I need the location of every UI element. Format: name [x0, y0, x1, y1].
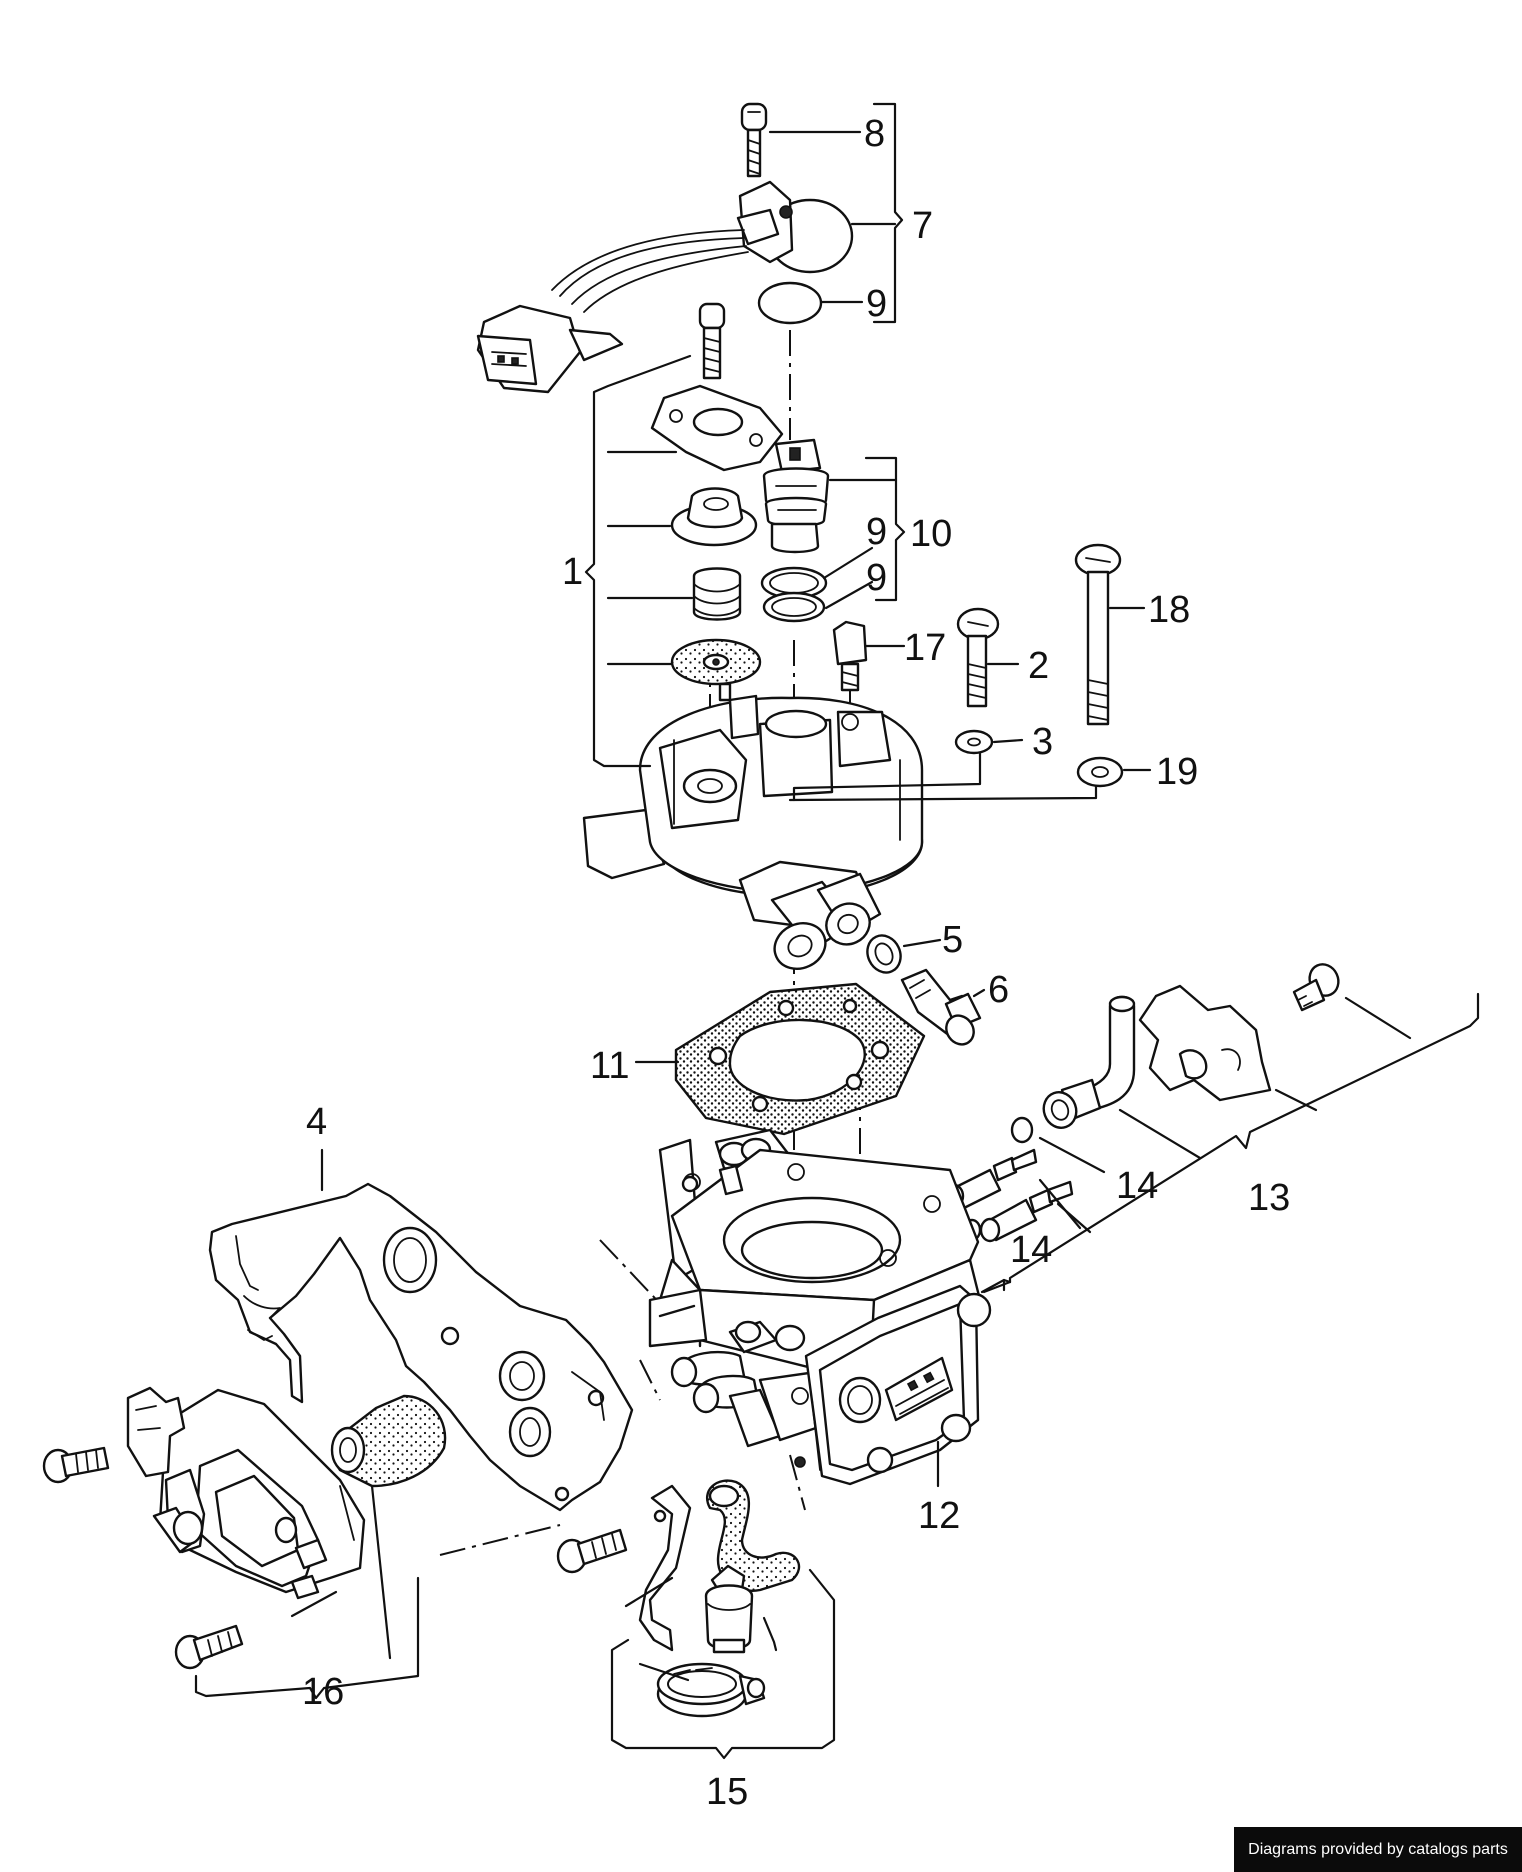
actuator-16	[126, 1386, 366, 1600]
gasket-11	[674, 982, 926, 1136]
spring	[692, 567, 742, 621]
o-ring-9-top	[757, 281, 823, 325]
screw-cover	[698, 302, 726, 380]
callout-15: 15	[706, 1771, 748, 1813]
callout-2: 2	[1028, 645, 1049, 687]
rubber-buffer	[330, 1394, 447, 1488]
screw-8	[740, 102, 768, 178]
washer-19	[1076, 756, 1124, 788]
o-rings-9-middle	[760, 566, 828, 623]
fuel-filter-15	[704, 1564, 754, 1654]
stud-17	[832, 620, 868, 692]
callout-8: 8	[864, 113, 885, 155]
callout-17: 17	[904, 627, 946, 669]
hose-clamp-15	[656, 1662, 766, 1718]
callout-1: 1	[562, 551, 583, 593]
callout-14-top: 14	[1116, 1165, 1158, 1207]
callout-11: 11	[590, 1045, 629, 1087]
mounting-bracket-4	[208, 1182, 634, 1512]
leader-lines	[194, 102, 1480, 1760]
callout-13: 13	[1248, 1177, 1290, 1219]
bolt-2	[956, 607, 1000, 708]
diaphragm	[670, 638, 762, 702]
screw-16-left	[42, 1446, 110, 1484]
sensor-harness-7	[476, 180, 854, 394]
injector-10	[762, 438, 830, 554]
vacuum-hose-15	[706, 1479, 800, 1592]
cover-plate	[650, 384, 784, 472]
callout-9-lower: 9	[866, 557, 887, 599]
connector-6	[900, 968, 982, 1046]
callout-4: 4	[306, 1101, 327, 1143]
cap	[670, 487, 758, 547]
callout-7: 7	[912, 205, 933, 247]
callout-19: 19	[1156, 751, 1198, 793]
housing-spigots	[770, 872, 882, 970]
screw-13	[1292, 963, 1340, 1012]
screw-15	[556, 1528, 628, 1574]
long-bolt-18	[1074, 543, 1122, 726]
screw-16-bottom	[174, 1624, 244, 1670]
mounting-bracket-13	[1138, 984, 1272, 1102]
credit-badge: Diagrams provided by catalogs parts	[1234, 1827, 1522, 1872]
callout-6: 6	[988, 969, 1009, 1011]
throttle-positioner-12	[794, 1284, 992, 1486]
callout-3: 3	[1032, 721, 1053, 763]
callout-18: 18	[1148, 589, 1190, 631]
callout-labels: 1 2 3 4 5 6 7 8 9 9 9 10 11 12 13 14 14 …	[302, 113, 1290, 1813]
callout-10: 10	[910, 513, 952, 555]
washer-3	[954, 729, 994, 755]
o-ring-5	[866, 934, 902, 974]
hose-fitting-13	[1042, 995, 1136, 1129]
callout-5: 5	[942, 919, 963, 961]
callout-9-upper: 9	[866, 511, 887, 553]
callout-14-bottom: 14	[1010, 1229, 1052, 1271]
callout-16: 16	[302, 1671, 344, 1713]
callout-12: 12	[918, 1495, 960, 1537]
callout-9-top: 9	[866, 283, 887, 325]
mounting-clip-15	[638, 1484, 692, 1652]
